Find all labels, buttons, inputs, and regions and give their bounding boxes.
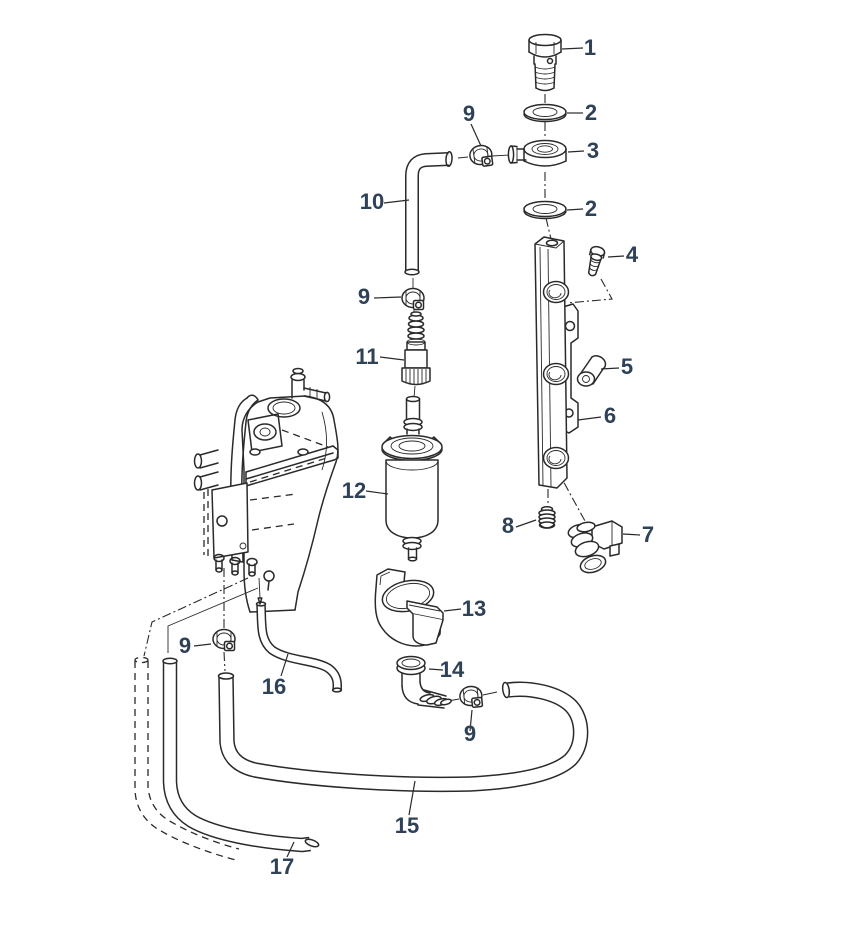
callout-15: 15 [395, 813, 419, 838]
callout-1: 1 [584, 35, 596, 60]
rail-port [542, 362, 570, 386]
leader-lines [193, 47, 641, 858]
part-2-washer-lower [523, 200, 567, 220]
callouts: 1 2 3 2 9 10 4 9 11 5 6 12 8 7 13 9 16 1… [179, 35, 654, 879]
callout-2a: 2 [585, 100, 597, 125]
callout-8: 8 [502, 513, 514, 538]
part-4-screw [587, 245, 606, 277]
part-12-fuel-filter [381, 395, 443, 562]
part-8-plug [538, 506, 556, 529]
part-1-banjo-bolt [528, 33, 562, 92]
callout-13: 13 [462, 596, 486, 621]
callout-9a: 9 [463, 101, 475, 126]
callout-9d: 9 [464, 721, 476, 746]
callout-7: 7 [642, 522, 654, 547]
centerlines [143, 94, 613, 702]
part-2-washer-upper [523, 103, 567, 123]
callout-16: 16 [262, 674, 286, 699]
part-13-holder-cup [374, 568, 444, 647]
callout-17: 17 [270, 854, 294, 879]
callout-6: 6 [604, 403, 616, 428]
part-10-hose [404, 150, 453, 276]
rail-port [542, 280, 570, 304]
callout-14: 14 [440, 657, 465, 682]
part-16-hose [255, 601, 343, 693]
part-9-clamp [212, 628, 236, 652]
part-6-fuel-rail [534, 236, 579, 489]
part-15-hose [217, 672, 589, 793]
callout-11: 11 [355, 344, 378, 369]
part-3-banjo-fitting [507, 139, 567, 167]
callout-9c: 9 [179, 633, 191, 658]
part-11-fitting [401, 311, 431, 386]
callout-5: 5 [621, 354, 633, 379]
part-7-elbow-fitting [567, 520, 623, 574]
part-17-hose [162, 657, 320, 853]
callout-12: 12 [342, 478, 366, 503]
part-5-bushing [576, 355, 607, 387]
callout-10: 10 [360, 189, 384, 214]
rail-port [542, 446, 570, 470]
part-9-clamp [401, 287, 425, 311]
part-9-clamp [467, 143, 495, 169]
engine-assembly [193, 367, 339, 613]
hidden-hose [134, 656, 240, 861]
callout-2b: 2 [585, 196, 597, 221]
part-14-elbow-fitting [396, 655, 453, 709]
part-9-clamp [458, 684, 484, 710]
callout-4: 4 [626, 242, 639, 267]
callout-9b: 9 [358, 284, 370, 309]
callout-3: 3 [587, 138, 599, 163]
